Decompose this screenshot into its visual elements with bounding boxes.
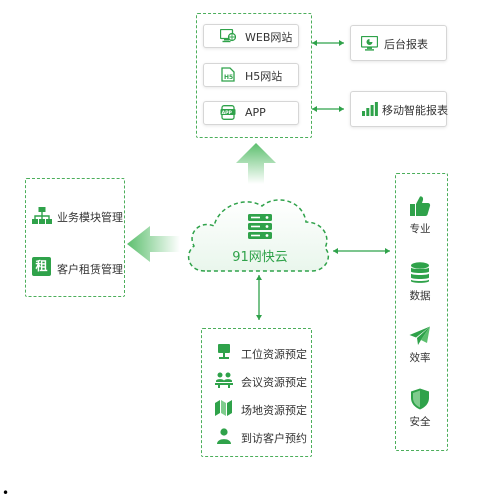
- data-item[interactable]: 数据: [400, 262, 440, 303]
- svg-text:APP: APP: [222, 110, 233, 116]
- backend-report-box[interactable]: 后台报表: [350, 25, 447, 61]
- workstation-icon: [218, 344, 230, 359]
- web-site-label: WEB网站: [245, 31, 293, 44]
- h5-site-pill[interactable]: H5 H5网站: [203, 63, 299, 87]
- shield-icon: [411, 388, 429, 410]
- paper-plane-icon: [409, 326, 430, 345]
- web-site-pill[interactable]: WEB网站: [203, 24, 299, 48]
- server-stack-icon: [248, 214, 272, 239]
- zu-character-text: 租: [35, 259, 48, 273]
- app-phone-icon: APP: [220, 105, 236, 120]
- h5-document-icon: H5: [221, 67, 235, 82]
- bar-chart-icon: [362, 102, 378, 116]
- venue-label: 场地资源预定: [241, 404, 307, 417]
- svg-text:H5: H5: [224, 74, 233, 81]
- monitor-chart-icon: [361, 36, 378, 51]
- left-group-box: [25, 178, 125, 297]
- efficiency-label: 效率: [409, 352, 431, 364]
- backend-report-label: 后台报表: [384, 38, 428, 51]
- h5-site-label: H5网站: [245, 70, 283, 83]
- client-rental-label: 客户租赁管理: [57, 263, 123, 276]
- zu-character-icon: 租: [32, 257, 51, 276]
- center-label: 91网快云: [232, 250, 288, 265]
- workstation-label: 工位资源预定: [241, 348, 307, 361]
- efficiency-item[interactable]: 效率: [400, 326, 440, 365]
- venue-map-icon: [215, 400, 232, 416]
- mobile-report-box[interactable]: 移动智能报表: [350, 91, 448, 127]
- visitor-label: 到访客户预约: [241, 432, 307, 445]
- org-chart-icon: [32, 207, 52, 224]
- security-label: 安全: [409, 416, 431, 428]
- left-arrow: [127, 226, 180, 262]
- business-module-label: 业务模块管理: [57, 211, 123, 224]
- professional-label: 专业: [409, 223, 431, 235]
- footer-bullet: •: [2, 486, 10, 500]
- data-label: 数据: [409, 290, 431, 302]
- mobile-report-label: 移动智能报表: [382, 104, 448, 117]
- security-item[interactable]: 安全: [400, 388, 440, 429]
- visitor-person-icon: [217, 428, 231, 444]
- up-arrow: [236, 143, 276, 184]
- professional-item[interactable]: 专业: [400, 195, 440, 236]
- database-icon: [411, 262, 429, 283]
- thumbs-up-icon: [410, 196, 431, 216]
- meeting-people-icon: [215, 372, 233, 388]
- app-pill[interactable]: APP APP: [203, 101, 299, 125]
- monitor-globe-icon: [220, 29, 236, 43]
- meeting-label: 会议资源预定: [241, 376, 307, 389]
- app-label: APP: [245, 106, 266, 119]
